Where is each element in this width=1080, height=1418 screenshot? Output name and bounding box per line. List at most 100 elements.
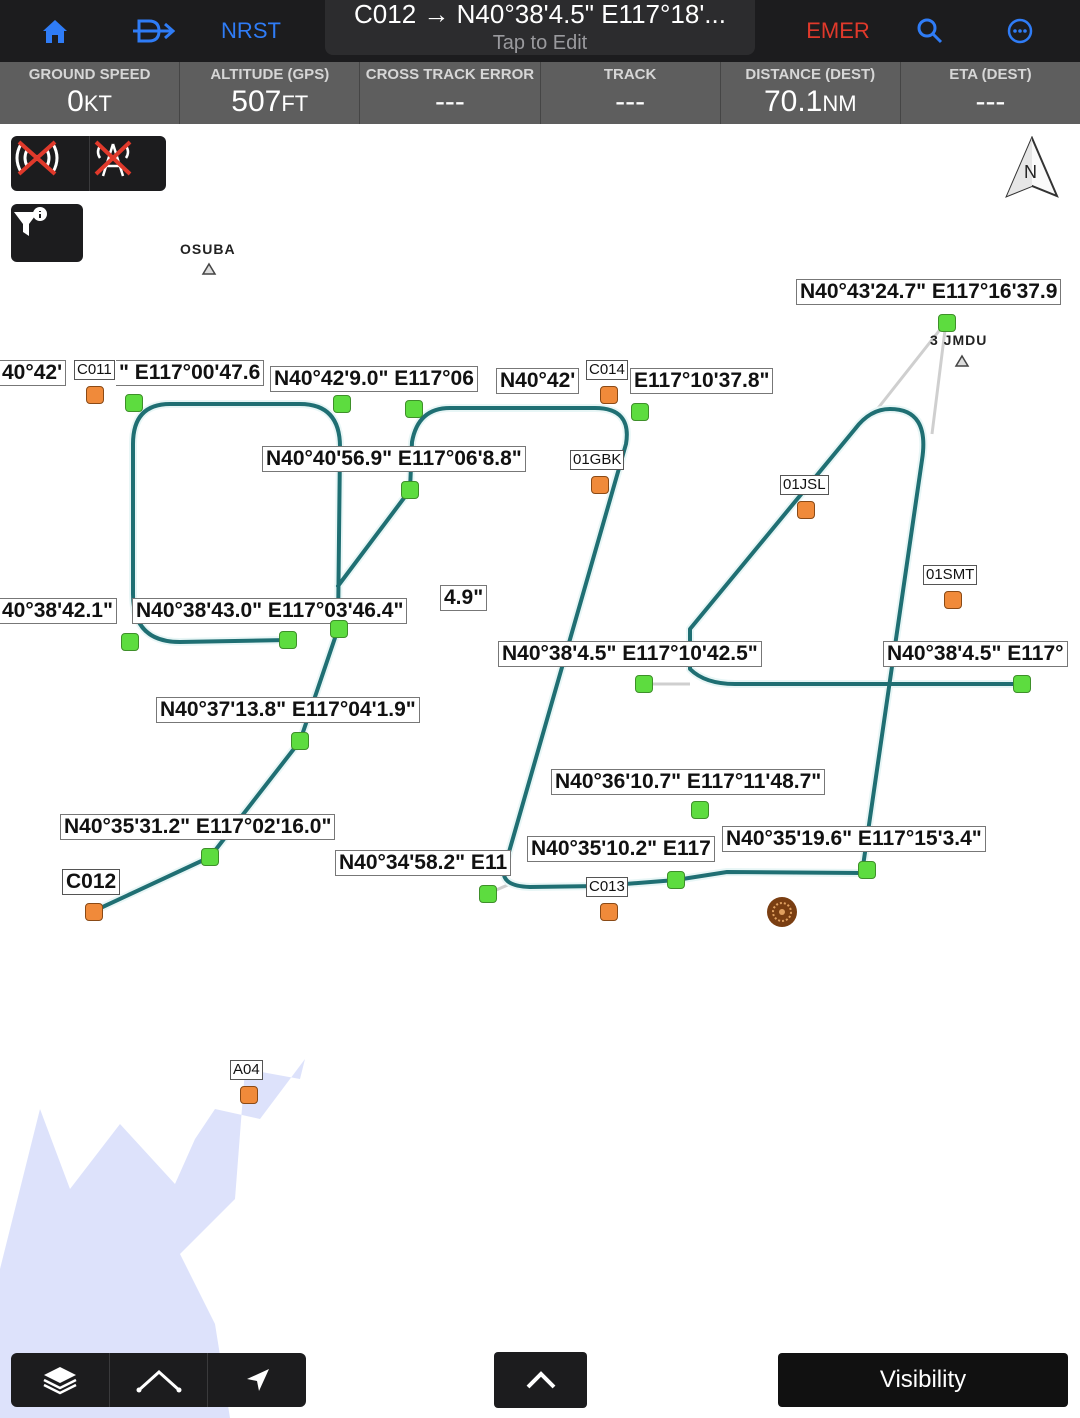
waypoint-label-c014[interactable]: C014 (586, 360, 628, 380)
route-summary: C012 → N40°38'4.5" E117°18'... (354, 0, 726, 29)
coord-label[interactable]: 4.9" (440, 585, 488, 611)
route-waypoint-marker[interactable] (938, 314, 956, 332)
user-waypoint-marker-01gbk[interactable] (591, 476, 609, 494)
jmdu-airport-icon (954, 354, 970, 367)
visibility-button[interactable]: Visibility (778, 1353, 1068, 1407)
waypoint-label-01jsl[interactable]: 01JSL (780, 475, 829, 495)
coord-label[interactable]: N40°38'4.5" E117°10'42.5" (498, 641, 762, 667)
user-waypoint-marker-01smt[interactable] (944, 591, 962, 609)
adsb-status-button[interactable] (89, 136, 167, 191)
waypoint-label-01gbk[interactable]: 01GBK (570, 450, 625, 470)
north-indicator[interactable]: N (1005, 136, 1059, 200)
coord-label[interactable]: 40°42' (0, 360, 67, 386)
coord-label[interactable]: N40°37'13.8" E117°04'1.9" (156, 697, 420, 723)
layers-icon (43, 1367, 77, 1395)
route-waypoint-marker[interactable] (121, 633, 139, 651)
route-waypoint-marker[interactable] (330, 620, 348, 638)
nearest-label: NRST (221, 18, 281, 43)
coord-label[interactable]: N40°34'58.2" E11 (335, 850, 512, 876)
distance-value: 70.1 (763, 85, 823, 118)
coord-label[interactable]: N40°43'24.7" E117°16'37.9 (796, 279, 1062, 305)
track-up-button[interactable] (207, 1353, 307, 1407)
route-waypoint-marker[interactable] (333, 395, 351, 413)
home-button[interactable] (30, 0, 80, 62)
route-editor[interactable]: C012 → N40°38'4.5" E117°18'... Tap to Ed… (325, 0, 755, 55)
coord-label[interactable]: E117°10'37.8" (630, 368, 774, 394)
coord-label[interactable]: N40°38'43.0" E117°03'46.4" (132, 598, 408, 624)
route-waypoint-marker[interactable] (858, 861, 876, 879)
route-waypoint-marker[interactable] (635, 675, 653, 693)
eta-value: --- (975, 85, 1006, 118)
map-filter-button[interactable] (11, 204, 83, 262)
track-cell[interactable]: TRACK --- (541, 62, 721, 124)
route-waypoint-marker[interactable] (667, 871, 685, 889)
more-button[interactable] (998, 0, 1042, 62)
coord-label[interactable]: N40°40'56.9" E117°06'8.8" (262, 446, 526, 472)
waypoint-label-c013[interactable]: C013 (586, 877, 628, 897)
visibility-label: Visibility (879, 1366, 967, 1393)
coord-label[interactable]: N40°35'10.2" E117 (527, 836, 715, 862)
emergency-button[interactable]: EMER (800, 0, 876, 62)
emergency-label: EMER (806, 18, 870, 43)
user-waypoint-marker-01jsl[interactable] (797, 501, 815, 519)
cross-track-error-label: CROSS TRACK ERROR (365, 66, 535, 83)
distance-cell[interactable]: DISTANCE (DEST) 70.1NM (721, 62, 901, 124)
route-waypoint-marker[interactable] (201, 848, 219, 866)
coord-label[interactable]: N40°35'31.2" E117°02'16.0" (60, 814, 336, 840)
user-waypoint-marker-c013[interactable] (600, 903, 618, 921)
direct-to-button[interactable] (128, 0, 178, 62)
terrain-profile-icon (136, 1369, 182, 1393)
route-waypoint-marker[interactable] (1013, 675, 1031, 693)
profile-view-button[interactable] (109, 1353, 208, 1407)
coord-label[interactable]: N40°42'9.0" E117°06 (270, 366, 478, 392)
moving-map[interactable]: N OSUBA 3 JMDU C011 C014 01GBK 01JSL (0, 124, 1080, 1418)
eta-cell[interactable]: ETA (DEST) --- (901, 62, 1080, 124)
route-waypoint-marker[interactable] (631, 403, 649, 421)
user-waypoint-marker-a04[interactable] (240, 1086, 258, 1104)
waypoint-label-c011[interactable]: C011 (74, 360, 115, 380)
coord-label[interactable]: " E117°00'47.6 (116, 360, 265, 386)
water-area (0, 1059, 305, 1418)
ground-speed-unit: KT (83, 91, 112, 116)
coord-label[interactable]: N40°36'10.7" E117°11'48.7" (551, 769, 826, 795)
map-layers-button[interactable] (11, 1353, 109, 1407)
route-waypoint-marker[interactable] (691, 801, 709, 819)
coord-label[interactable]: N40°35'19.6" E117°15'3.4" (722, 826, 986, 852)
direct-to-icon (133, 19, 175, 43)
compass-label: N (1024, 162, 1037, 182)
compass-arrow-icon (1005, 136, 1059, 198)
coord-label[interactable]: N40°42' (496, 368, 580, 394)
route-waypoint-marker[interactable] (401, 481, 419, 499)
altitude-cell[interactable]: ALTITUDE (GPS) 507FT (180, 62, 361, 124)
altitude-unit: FT (281, 91, 309, 116)
user-waypoint-marker-c011[interactable] (86, 386, 104, 404)
user-waypoint-marker-c012[interactable] (85, 903, 103, 921)
route-waypoint-marker[interactable] (479, 885, 497, 903)
cross-track-error-value: --- (434, 85, 465, 118)
altitude-label: ALTITUDE (GPS) (210, 66, 330, 83)
coord-label[interactable]: 40°38'42.1" (0, 598, 117, 624)
altitude-value: 507 (231, 85, 282, 118)
coord-label[interactable]: N40°38'4.5" E117° (883, 641, 1068, 667)
waypoint-label-01smt[interactable]: 01SMT (923, 565, 978, 585)
waypoint-label-a04[interactable]: A04 (230, 1060, 263, 1080)
map-tools-group (11, 1353, 306, 1407)
user-waypoint-marker-c014[interactable] (600, 386, 618, 404)
gps-status-button[interactable] (11, 136, 88, 191)
nearest-button[interactable]: NRST (215, 0, 287, 62)
route-waypoint-marker[interactable] (279, 631, 297, 649)
route-waypoint-marker[interactable] (125, 394, 143, 412)
search-button[interactable] (908, 0, 952, 62)
cross-track-error-cell[interactable]: CROSS TRACK ERROR --- (360, 62, 541, 124)
ground-speed-value: 0 (67, 85, 84, 118)
expand-panel-button[interactable] (494, 1352, 587, 1408)
route-waypoint-marker[interactable] (291, 732, 309, 750)
ground-speed-cell[interactable]: GROUND SPEED 0KT (0, 62, 181, 124)
airport-label-osuba: OSUBA (180, 241, 236, 257)
gps-ahrs-status-group (11, 136, 166, 191)
antenna-off-icon (94, 140, 132, 177)
route-waypoint-marker[interactable] (405, 400, 423, 418)
instrument-data-strip: GROUND SPEED 0KT ALTITUDE (GPS) 507FT CR… (0, 62, 1080, 124)
more-icon (1007, 18, 1033, 44)
waypoint-label-c012[interactable]: C012 (62, 869, 121, 895)
